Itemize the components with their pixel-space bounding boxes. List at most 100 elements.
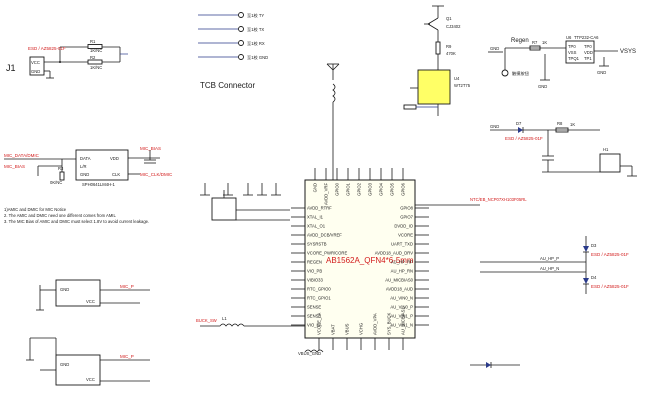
svg-text:至1校 GND: 至1校 GND bbox=[247, 54, 268, 61]
top-pin-label: GPIO4 bbox=[379, 182, 384, 195]
right-pin-label: AU_VIN0_N bbox=[390, 296, 413, 301]
svg-text:TPQ1: TPQ1 bbox=[568, 56, 580, 61]
left-pin-label: SYSRSTB bbox=[307, 242, 327, 247]
j1-ref: J1 bbox=[6, 63, 16, 73]
right-pin-label: AVDD18_AUD bbox=[386, 287, 413, 292]
tcb-pin-gnd: 至1校 GND bbox=[198, 54, 268, 61]
svg-text:VSS: VSS bbox=[568, 50, 577, 55]
r9-resistor: R9 470K bbox=[435, 41, 456, 62]
top-pin-label: GPIO2 bbox=[357, 182, 362, 195]
top-resistors: R1 1K/NC R2 1K/NC bbox=[87, 39, 128, 70]
svg-text:D7: D7 bbox=[516, 121, 522, 126]
led-block: GND D7 ESD / AZ5825-01F R8 1K H1 bbox=[490, 121, 637, 177]
left-pin-label: VIO_LA bbox=[307, 323, 322, 328]
svg-text:D3: D3 bbox=[591, 243, 597, 248]
top-pin-label: GPIO3 bbox=[368, 182, 373, 195]
regen-touch: Regen R7 1K 触摸按钮 GND GND bbox=[488, 38, 566, 89]
right-pin-label: AVDD18_AUD_DRV bbox=[375, 251, 413, 256]
right-pin-label: AU_HP_RN bbox=[391, 269, 413, 274]
regen-label: Regen bbox=[511, 38, 529, 44]
svg-text:L/R: L/R bbox=[80, 164, 87, 169]
svg-text:1K: 1K bbox=[542, 40, 547, 45]
svg-text:GND: GND bbox=[60, 362, 69, 367]
buck-inductor: L1 BUCK_SW VBUS_GND bbox=[196, 316, 324, 356]
svg-text:ESD / AZ5825-01F: ESD / AZ5825-01F bbox=[505, 136, 543, 141]
bottom-pin-label: VBUS bbox=[345, 323, 350, 335]
bottom-pin-label: VCORE_LA bbox=[317, 312, 322, 335]
left-pin-label: SENSE bbox=[307, 314, 321, 319]
right-pin-label: VCORE bbox=[398, 233, 413, 238]
tcb-pin-tx: 至1校 TX bbox=[198, 26, 264, 33]
left-pin-label: AVDD_DCB/VREF bbox=[307, 233, 342, 238]
right-pin-label: AU_VIN1_P bbox=[390, 314, 413, 319]
svg-text:BUCK_SW: BUCK_SW bbox=[196, 318, 217, 323]
main-ic-right-pins: GPIO8GPIO7DVDD_IOVCOREUART_TXDAVDD18_AUD… bbox=[375, 206, 429, 328]
svg-text:TP0: TP0 bbox=[584, 44, 592, 49]
antenna-icon bbox=[326, 63, 340, 180]
svg-text:AU_HP_P: AU_HP_P bbox=[540, 256, 559, 261]
main-ic-part: AB1562A_QFN4*6-5mm bbox=[326, 256, 414, 265]
svg-text:TP0: TP0 bbox=[568, 44, 576, 49]
right-pin-label: DVDD_IO bbox=[394, 224, 413, 229]
right-pin-label: AU_VIN0_P bbox=[390, 305, 413, 310]
q1-mosfet: Q1 CJ3402 bbox=[424, 5, 461, 42]
left-pin-label: AVDD_RTRF bbox=[307, 206, 332, 211]
h1-ref: H1 bbox=[603, 147, 609, 152]
right-pin-label: GPIO7 bbox=[400, 215, 413, 220]
svg-text:NTC/EB_NCP07XH103F05RL: NTC/EB_NCP07XH103F05RL bbox=[470, 197, 527, 202]
svg-text:470K: 470K bbox=[446, 51, 456, 56]
u4-chip: U4 WT2T75 bbox=[403, 62, 471, 116]
bottom-pin-label: AU_MICBIAS1 bbox=[401, 307, 406, 335]
note-1: 1)AMIC and DMIC for MIC Notice bbox=[4, 207, 67, 212]
tcb-connector: 至1校 TY 至1校 TX 至1校 RX 至1校 GND TCB Connect… bbox=[198, 12, 268, 90]
r2-ref: R2 bbox=[90, 55, 96, 60]
right-esd-block: D3 ESD / AZ5825-01F D4 ESD / AZ5825-01F … bbox=[480, 236, 629, 294]
top-pin-label: GPIO0 bbox=[335, 182, 340, 195]
mic-p-block-2: GND VCC MIC_P bbox=[26, 337, 150, 386]
svg-text:TTP232-CA6: TTP232-CA6 bbox=[574, 35, 599, 40]
q1-part: CJ3402 bbox=[446, 24, 461, 29]
svg-text:1K: 1K bbox=[570, 122, 575, 127]
svg-text:VBUS_GND: VBUS_GND bbox=[298, 351, 321, 356]
note-2: 2. The AMIC and DMIC need one different … bbox=[4, 213, 116, 218]
left-pin-label: VIO_PB bbox=[307, 269, 322, 274]
svg-text:R9: R9 bbox=[446, 44, 452, 49]
svg-text:CLK: CLK bbox=[112, 172, 120, 177]
mic-data-label: MIC_DATA/DMIC bbox=[4, 153, 40, 158]
svg-text:ESD / AZ5825-01F: ESD / AZ5825-01F bbox=[591, 284, 629, 289]
j1-pin-gnd: GND bbox=[31, 69, 40, 74]
left-pin-label: SENSE bbox=[307, 305, 321, 310]
j1-connector: J1 VCC GND ESD / AZ5825-01F bbox=[6, 46, 88, 79]
svg-text:DATA: DATA bbox=[80, 156, 91, 161]
vsys-label: VSYS bbox=[620, 49, 636, 55]
j1-net-esd: ESD / AZ5825-01F bbox=[28, 46, 66, 51]
mic-section: MIC_DATA/DMIC MIC_BIAS DATA L/R GND VDD … bbox=[4, 146, 173, 187]
top-pin-label: GPIO5 bbox=[390, 182, 395, 195]
svg-text:触摸按钮: 触摸按钮 bbox=[512, 70, 529, 77]
svg-text:L1: L1 bbox=[222, 316, 227, 321]
notes: 1)AMIC and DMIC for MIC Notice 2. The AM… bbox=[4, 207, 149, 224]
bottom-pin-label: VCHG bbox=[359, 323, 364, 335]
svg-text:D4: D4 bbox=[591, 275, 597, 280]
tcb-pin-ty: 至1校 TY bbox=[198, 12, 264, 19]
r2-val: 1K/NC bbox=[90, 65, 102, 70]
top-pin-label: GPIO1 bbox=[346, 182, 351, 195]
right-pin-label: GPIO8 bbox=[400, 206, 413, 211]
bottom-pin-label: VBAT bbox=[331, 324, 336, 335]
svg-text:VDD: VDD bbox=[584, 50, 593, 55]
bottom-pin-label: SYS_BUCK bbox=[387, 312, 392, 335]
r1-val: 1K/NC bbox=[90, 48, 102, 53]
q1-ref: Q1 bbox=[446, 16, 452, 21]
note-3: 3. The MIC Bias of AMIC and DMIC must se… bbox=[4, 219, 149, 224]
svg-text:至1校 RX: 至1校 RX bbox=[247, 40, 265, 47]
left-pin-label: VCORE_PWR/CORE bbox=[307, 251, 347, 256]
svg-text:R7: R7 bbox=[532, 40, 538, 45]
main-ic-ab1562a: AB1562A_QFN4*6-5mm bbox=[304, 179, 416, 339]
main-ic-left-pins: AVDD_RTRFXTAL_I1XTAL_O1AVDD_DCB/VREFSYSR… bbox=[291, 206, 347, 328]
left-pin-label: XTAL_I1 bbox=[307, 215, 324, 220]
left-pin-label: REGEN bbox=[307, 260, 322, 265]
svg-text:U4: U4 bbox=[454, 76, 460, 81]
